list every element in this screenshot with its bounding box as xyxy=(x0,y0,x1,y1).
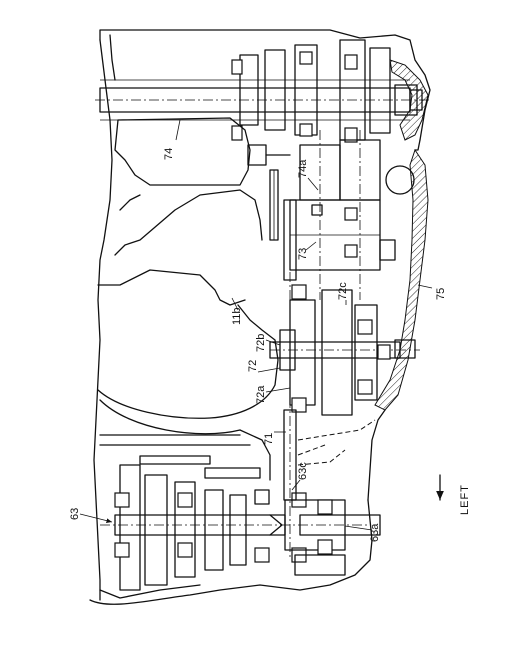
label-71: 71 xyxy=(263,433,275,445)
label-73: 73 xyxy=(297,248,309,260)
component-74-chamber xyxy=(114,117,291,241)
leader-72 xyxy=(257,367,281,373)
label-74: 74 xyxy=(163,148,175,160)
leader-74a xyxy=(307,177,319,191)
shaft-73-assembly xyxy=(289,130,396,300)
shaft-63a-assembly xyxy=(284,499,381,576)
leader-63a xyxy=(344,525,373,531)
reference-labels: 74 74a 73 72c 75 11b 72b 72 72a 71 63c 6… xyxy=(69,119,447,542)
label-72c: 72c xyxy=(337,282,349,300)
label-75: 75 xyxy=(435,288,447,300)
shaft-63-assembly xyxy=(100,455,370,591)
leader-63c xyxy=(291,479,301,491)
outer-casing xyxy=(89,29,431,605)
label-72: 72 xyxy=(247,360,259,372)
label-74a: 74a xyxy=(297,159,309,178)
leader-72b xyxy=(265,339,281,346)
leader-73 xyxy=(305,241,317,251)
label-72b: 72b xyxy=(255,334,267,352)
direction-label: LEFT xyxy=(459,484,471,515)
leader-72a xyxy=(265,387,291,393)
upper-main-shaft xyxy=(95,39,430,195)
label-72a: 72a xyxy=(255,385,267,404)
label-63c: 63c xyxy=(297,462,309,480)
leader-11b xyxy=(231,297,239,311)
label-63: 63 xyxy=(69,508,81,520)
direction-indicator: LEFT xyxy=(436,474,471,515)
leader-74 xyxy=(175,119,181,141)
leader-63 xyxy=(79,513,113,523)
label-11b: 11b xyxy=(231,307,243,325)
center-ribs xyxy=(97,189,279,481)
leader-75 xyxy=(417,284,433,289)
label-63a: 63a xyxy=(369,523,381,542)
